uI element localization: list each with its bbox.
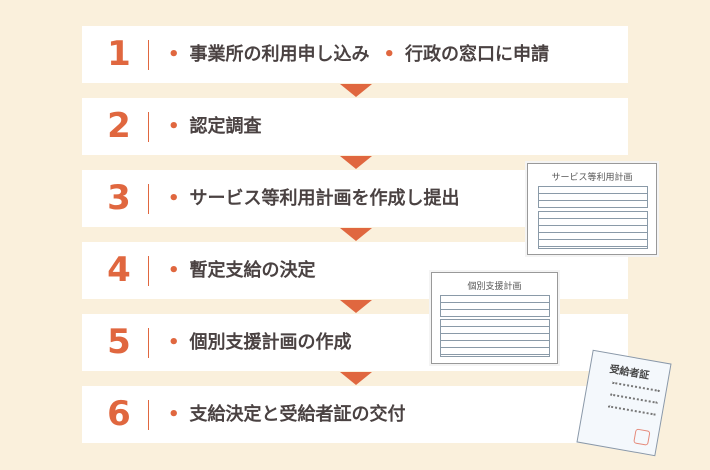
document-title: 個別支援計画 bbox=[467, 282, 522, 292]
step-label: 暫定支給の決定 bbox=[189, 260, 316, 281]
arrow-down-icon bbox=[340, 372, 372, 385]
step-label: サービス等利用計画を作成し提出 bbox=[189, 188, 460, 209]
recipient-certificate: 受給者証 bbox=[576, 349, 672, 457]
certificate-line bbox=[607, 405, 656, 420]
divider bbox=[148, 400, 149, 430]
divider bbox=[148, 328, 149, 358]
stamp-icon bbox=[633, 428, 651, 446]
step-label: 支給決定と受給者証の交付 bbox=[189, 404, 406, 425]
step-text: •事業所の利用申し込み•行政の窓口に申請 bbox=[168, 44, 550, 65]
step-row-6: 6 •支給決定と受給者証の交付 bbox=[82, 386, 628, 443]
step-number: 6 bbox=[107, 394, 131, 434]
document-table bbox=[440, 319, 550, 357]
arrow-down-icon bbox=[340, 228, 372, 241]
document-title: サービス等利用計画 bbox=[551, 173, 633, 183]
step-number: 2 bbox=[107, 106, 131, 146]
arrow-down-icon bbox=[340, 84, 372, 97]
step-number: 4 bbox=[107, 250, 131, 290]
divider bbox=[148, 184, 149, 214]
divider bbox=[148, 40, 149, 70]
support-plan-document: 個別支援計画 bbox=[431, 272, 558, 364]
step-number: 5 bbox=[107, 322, 131, 362]
service-plan-document: サービス等利用計画 bbox=[527, 163, 657, 255]
step-row-1: 1 •事業所の利用申し込み•行政の窓口に申請 bbox=[82, 26, 628, 83]
certificate-line bbox=[609, 393, 658, 408]
step-text: •認定調査 bbox=[168, 116, 262, 137]
certificate-title: 受給者証 bbox=[608, 364, 650, 382]
divider bbox=[148, 256, 149, 286]
divider bbox=[148, 112, 149, 142]
step-text: •サービス等利用計画を作成し提出 bbox=[168, 188, 460, 209]
step-label: 行政の窓口に申請 bbox=[405, 44, 550, 65]
step-text: •支給決定と受給者証の交付 bbox=[168, 404, 406, 425]
arrow-down-icon bbox=[340, 300, 372, 313]
step-number: 1 bbox=[107, 34, 131, 74]
step-label: 個別支援計画の作成 bbox=[189, 332, 352, 353]
step-number: 3 bbox=[107, 178, 131, 218]
certificate-line bbox=[611, 381, 660, 396]
arrow-down-icon bbox=[340, 156, 372, 169]
step-label: 認定調査 bbox=[189, 116, 262, 137]
step-row-2: 2 •認定調査 bbox=[82, 98, 628, 155]
step-label: 事業所の利用申し込み bbox=[189, 44, 370, 65]
step-text: •個別支援計画の作成 bbox=[168, 332, 352, 353]
document-table bbox=[538, 186, 648, 208]
document-table bbox=[440, 295, 550, 317]
step-text: •暫定支給の決定 bbox=[168, 260, 316, 281]
document-table bbox=[538, 211, 648, 249]
